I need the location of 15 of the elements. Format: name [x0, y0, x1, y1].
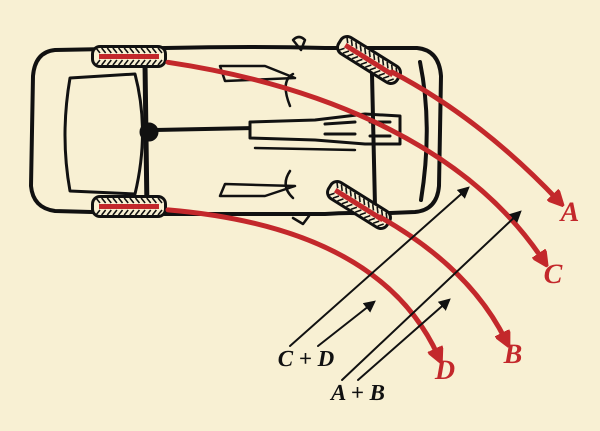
arrow: [289, 186, 470, 347]
wheel-track-arrow: [166, 60, 550, 268]
tire-drawing: [90, 194, 168, 219]
track-label: C: [540, 260, 566, 290]
track-label: A: [558, 198, 582, 228]
wheel-track-arrow: [378, 214, 511, 348]
arrow: [341, 210, 522, 381]
arrow: [357, 298, 451, 381]
wheel-track-arrow: [166, 207, 444, 364]
wheel-track-arrow: [389, 70, 565, 208]
track-label: C + D: [268, 346, 344, 372]
arrow: [317, 300, 376, 347]
tire-drawing: [90, 44, 168, 69]
track-label: B: [500, 340, 526, 370]
track-label: A + B: [320, 380, 396, 406]
